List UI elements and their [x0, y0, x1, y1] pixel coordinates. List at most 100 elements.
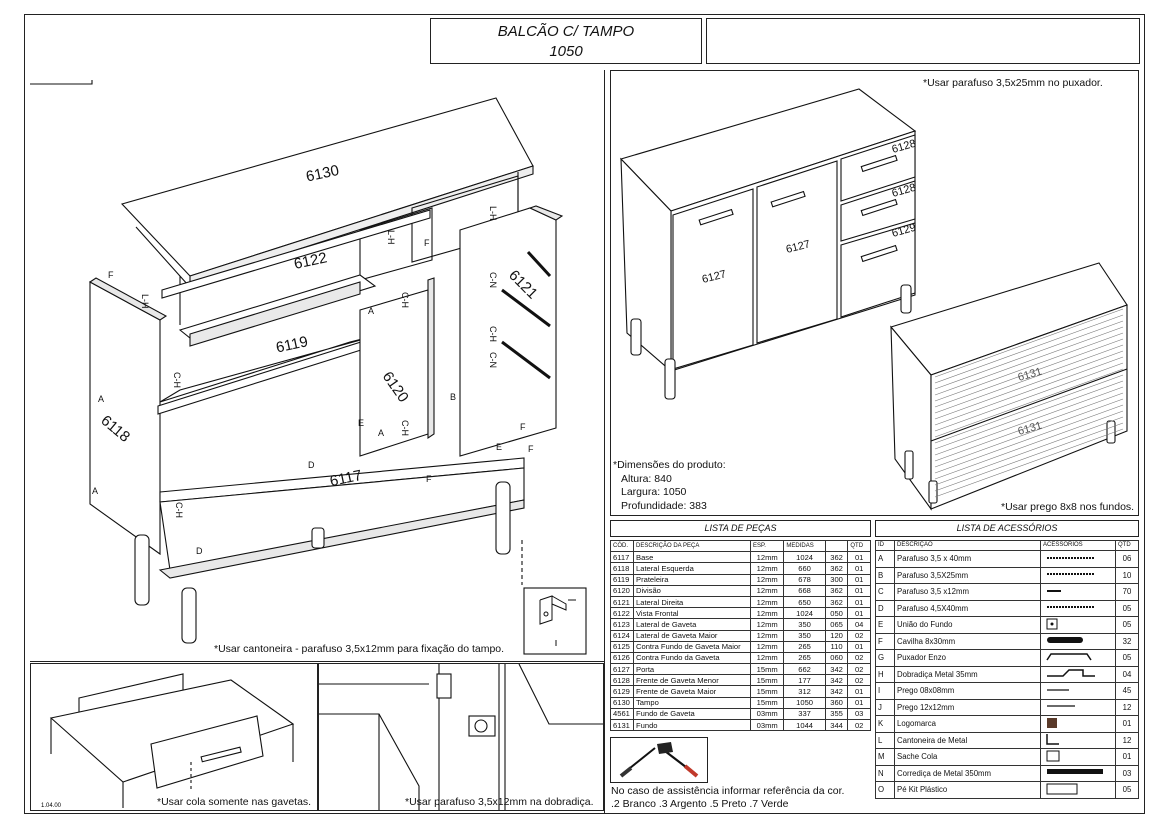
parts-cell: 065: [824, 618, 849, 631]
parts-cell: 265: [783, 640, 826, 653]
parts-cell: 342: [824, 685, 849, 698]
parts-cell: 01: [847, 595, 871, 609]
label-door-6127-left: 6127: [701, 268, 728, 286]
parts-cell: 6129: [610, 685, 634, 698]
accessories-cell: União do Fundo: [894, 616, 1041, 634]
accessories-cell: 01: [1115, 748, 1139, 766]
parts-cell: 110: [824, 640, 849, 653]
parts-cell: Frente de Gaveta Menor: [633, 674, 751, 687]
drawing-border: [24, 14, 1145, 814]
parts-cell: Contra Fundo de Gaveta Maior: [633, 640, 751, 653]
accessory-icon: [1040, 764, 1116, 782]
parts-cell: 01: [847, 640, 871, 653]
label-a-1: A: [368, 306, 374, 316]
parts-cell: 02: [847, 674, 871, 687]
dimension-largura: Largura: 1050: [621, 486, 687, 498]
accessory-icon: [1040, 550, 1116, 568]
blank-title-box: [706, 18, 1140, 64]
parts-cell: 01: [847, 562, 871, 575]
assistance-line-2: .2 Branco .3 Argento .5 Preto .7 Verde: [611, 797, 789, 810]
accessories-cell: 05: [1115, 599, 1139, 617]
accessories-cell: F: [875, 632, 895, 650]
accessory-icon: [1040, 616, 1116, 634]
parts-cell: 02: [847, 629, 871, 642]
accessories-cell: M: [875, 748, 895, 766]
parts-cell: Frente de Gaveta Maior: [633, 685, 751, 698]
parts-cell: 312: [783, 685, 826, 698]
parts-header-cell: ESP.: [749, 539, 785, 553]
label-front-6122: 6122: [292, 249, 328, 273]
label-e-2: E: [496, 442, 502, 452]
parts-cell: 6124: [610, 629, 634, 642]
parts-cell: 300: [824, 573, 849, 586]
label-ch-5: C-H: [488, 326, 498, 342]
parts-cell: 265: [783, 651, 826, 665]
parts-cell: 6117: [610, 551, 634, 564]
parts-cell: Porta: [633, 663, 751, 676]
label-f-4: F: [426, 474, 432, 484]
label-base-6117: 6117: [328, 467, 363, 490]
label-e-1: E: [358, 418, 364, 428]
title-line-2: 1050: [549, 43, 583, 60]
parts-cell: 6120: [610, 584, 634, 597]
accessories-cell: 12: [1115, 731, 1139, 749]
accessories-cell: 12: [1115, 698, 1139, 716]
parts-cell: 362: [824, 595, 849, 609]
parts-cell: Lateral Direita: [633, 595, 751, 609]
accessories-header-cell: ID: [875, 540, 895, 551]
label-ch-1: C-H: [400, 292, 410, 308]
dimension-altura: Altura: 840: [621, 472, 672, 485]
parts-cell: 1024: [783, 607, 826, 620]
label-shelf-6119: 6119: [274, 333, 309, 356]
exploded-assembly-drawing: 6130 6122 6119 6117 6120 6121 6118 L-H L…: [30, 75, 587, 655]
accessories-cell: Prego 08x08mm: [894, 682, 1041, 700]
accessories-cell: D: [875, 599, 895, 617]
accessory-icon: [1040, 566, 1116, 584]
accessories-header-cell: QTD: [1115, 540, 1139, 551]
label-f-5: F: [528, 444, 534, 454]
parts-cell: 12mm: [749, 595, 785, 609]
parts-header-cell: DESCRIÇÃO DA PEÇA: [633, 539, 751, 553]
parts-cell: 12mm: [749, 551, 785, 564]
parts-cell: Base: [633, 551, 751, 564]
accessories-cell: A: [875, 550, 895, 568]
accessories-cell: N: [875, 764, 895, 782]
accessories-cell: Sache Cola: [894, 748, 1041, 766]
label-lh-2: L-H: [386, 230, 396, 245]
parts-cell: Vista Frontal: [633, 607, 751, 620]
parts-cell: 1024: [783, 551, 826, 564]
accessory-icon: [1040, 748, 1116, 766]
label-f-1: F: [108, 270, 114, 280]
parts-cell: 668: [783, 584, 826, 597]
accessories-cell: L: [875, 731, 895, 749]
accessories-cell: 06: [1115, 550, 1139, 568]
label-ch-4: C-H: [174, 502, 184, 518]
parts-cell: 01: [847, 685, 871, 698]
parts-cell: 6130: [610, 696, 634, 709]
label-d-2: D: [196, 546, 203, 556]
parts-cell: 337: [783, 707, 826, 721]
parts-cell: 350: [783, 629, 826, 642]
accessories-cell: 05: [1115, 649, 1139, 667]
accessory-icon: [1040, 682, 1116, 700]
parts-cell: 342: [824, 674, 849, 687]
parts-cell: 03mm: [749, 718, 785, 732]
accessories-cell: Parafuso 3,5 x12mm: [894, 583, 1041, 601]
parts-cell: 344: [824, 718, 849, 732]
